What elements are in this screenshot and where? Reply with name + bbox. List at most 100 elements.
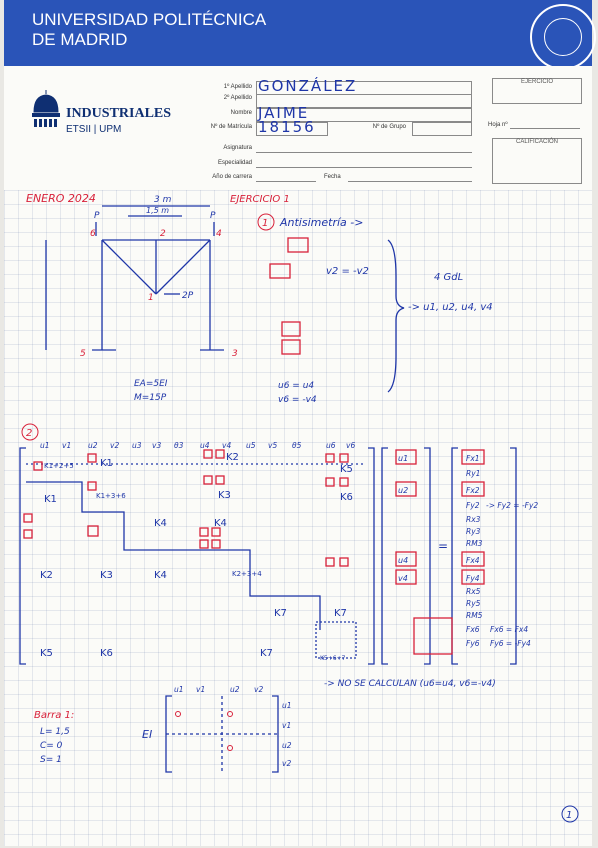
label-nombre: Nombre (230, 110, 252, 116)
dim-3m: 3 m (154, 195, 172, 205)
dof-header-v1: v1 (62, 441, 71, 450)
relation-v6: v6 = -v4 (278, 395, 317, 405)
dof-header-u1: u1 (40, 441, 50, 450)
load-p-left: P (94, 211, 100, 221)
k-label: K5 (40, 648, 53, 659)
node-2: 2 (160, 229, 166, 239)
label-grupo: Nº de Grupo (372, 124, 406, 130)
k-label: K7 (260, 648, 273, 659)
label-apellido2: 2º Apellido (223, 95, 252, 101)
dome-logo-icon (32, 90, 60, 127)
ei-label: EI (142, 728, 152, 741)
k-label: K1 (100, 458, 113, 469)
svg-text:u2: u2 (282, 741, 292, 750)
part2-marker (21, 423, 39, 441)
k-label: K4 (214, 518, 227, 529)
k-label: K3 (218, 490, 231, 501)
barra-s: S= 1 (40, 755, 62, 765)
handwritten-notes: ENERO 2024 EJERCICIO 1 3 m 1,5 m 6 2 4 5… (19, 192, 579, 823)
k-label: K6 (340, 492, 353, 503)
node-6: 6 (90, 229, 96, 239)
k-label: K2+3+4 (232, 570, 262, 578)
node-1: 1 (148, 293, 154, 303)
k-label: K3 (100, 570, 113, 581)
ejercicio-box: EJERCICIO (492, 78, 582, 104)
dof-header-v2: v2 (110, 441, 119, 450)
node-4: 4 (216, 229, 222, 239)
k-label: K6 (100, 648, 113, 659)
university-banner: UNIVERSIDAD POLITÉCNICA DE MADRID (4, 0, 596, 70)
label-matricula: Nº de Matrícula (210, 124, 252, 130)
force-ry3: Ry3 (466, 527, 481, 536)
date-note: ENERO 2024 (26, 192, 96, 205)
dof-list: -> u1, u2, u4, v4 (408, 302, 493, 313)
dof-header-v4: v4 (222, 441, 231, 450)
disp-u1: u1 (398, 454, 408, 463)
label-especialidad: Especialidad (217, 160, 252, 166)
force-rx3: Rx3 (466, 515, 481, 524)
dof-header-u6: u6 (326, 441, 336, 450)
force-fy6: Fy6 (466, 639, 480, 648)
matricula-value: 18156 (258, 118, 316, 136)
k-label: K1 (44, 494, 57, 505)
k-label: K4 (154, 570, 167, 581)
barra-title: Barra 1: (34, 710, 74, 721)
dof-count: 4 GdL (434, 272, 463, 283)
node-3: 3 (232, 349, 238, 359)
university-seal (530, 4, 596, 70)
force-rm3: RM3 (466, 539, 483, 548)
apellido1-value: GONZÁLEZ (258, 77, 358, 95)
disp-u2: u2 (398, 486, 408, 495)
dof-header-v3: v3 (152, 441, 161, 450)
disp-v4: v4 (398, 574, 408, 583)
k-label: K7 (334, 608, 347, 619)
force-ry5: Ry5 (466, 599, 481, 608)
force-fx6: Fx6 (466, 625, 480, 634)
school-logo-text: INDUSTRIALES (66, 106, 172, 121)
dof-header-u5: u5 (246, 441, 256, 450)
svg-text:1: 1 (262, 218, 268, 229)
force-rel-fx6: Fx6 = Fx4 (490, 625, 528, 634)
v2-relation: v2 = -v2 (326, 266, 369, 277)
apellido2-boxes (256, 94, 472, 108)
school-logo-subtitle: ETSII | UPM (66, 124, 122, 135)
dof-header-t5: θ5 (292, 441, 302, 450)
force-fy2: Fy2 (466, 501, 480, 510)
force-fx4: Fx4 (466, 556, 480, 565)
matricula-boxes (256, 122, 328, 136)
relation-u6: u6 = u4 (278, 381, 314, 391)
k-label: K1+3+6 (96, 492, 126, 500)
university-name: UNIVERSIDAD POLITÉCNICA DE MADRID (32, 10, 267, 49)
no-calc-note: -> NO SE CALCULAN (u6=u4, v6=-v4) (324, 679, 496, 689)
exam-sheet: UNIVERSIDAD POLITÉCNICA DE MADRID INDUST… (4, 0, 596, 846)
svg-text:u2: u2 (230, 685, 240, 694)
page-number: 1 (566, 810, 572, 821)
svg-text:v2: v2 (254, 685, 263, 694)
dof-header-v5: v5 (268, 441, 277, 450)
force-fx2: Fx2 (466, 486, 480, 495)
force-rel-fy6: Fy6 = -Fy4 (490, 639, 531, 648)
nombre-value: JAIME (258, 104, 310, 122)
header-form: INDUSTRIALES ETSII | UPM 1º Apellido 2º … (4, 66, 592, 190)
svg-text:u1: u1 (282, 701, 292, 710)
label-fecha: Fecha (324, 174, 341, 180)
dof-header-t3: θ3 (174, 441, 184, 450)
svg-text:v1: v1 (196, 685, 205, 694)
dof-header-u3: u3 (132, 441, 142, 450)
part1-marker (257, 213, 275, 231)
disp-u4: u4 (398, 556, 408, 565)
load-2p: 2P (182, 291, 194, 301)
k-label: K2 (226, 452, 239, 463)
force-rx5: Rx5 (466, 587, 481, 596)
label-apellido1: 1º Apellido (223, 84, 252, 90)
equals-sign: = (438, 539, 448, 553)
dim-15m: 1,5 m (146, 206, 169, 215)
load-p-right: P (210, 211, 216, 221)
k-label: K5 (340, 464, 353, 475)
k-label: K7 (274, 608, 287, 619)
prop-m: M=15P (134, 393, 167, 403)
force-fy4: Fy4 (466, 574, 480, 583)
exercise-title: EJERCICIO 1 (230, 194, 290, 205)
k-label: K2 (40, 570, 53, 581)
force-ry1: Ry1 (466, 469, 480, 478)
